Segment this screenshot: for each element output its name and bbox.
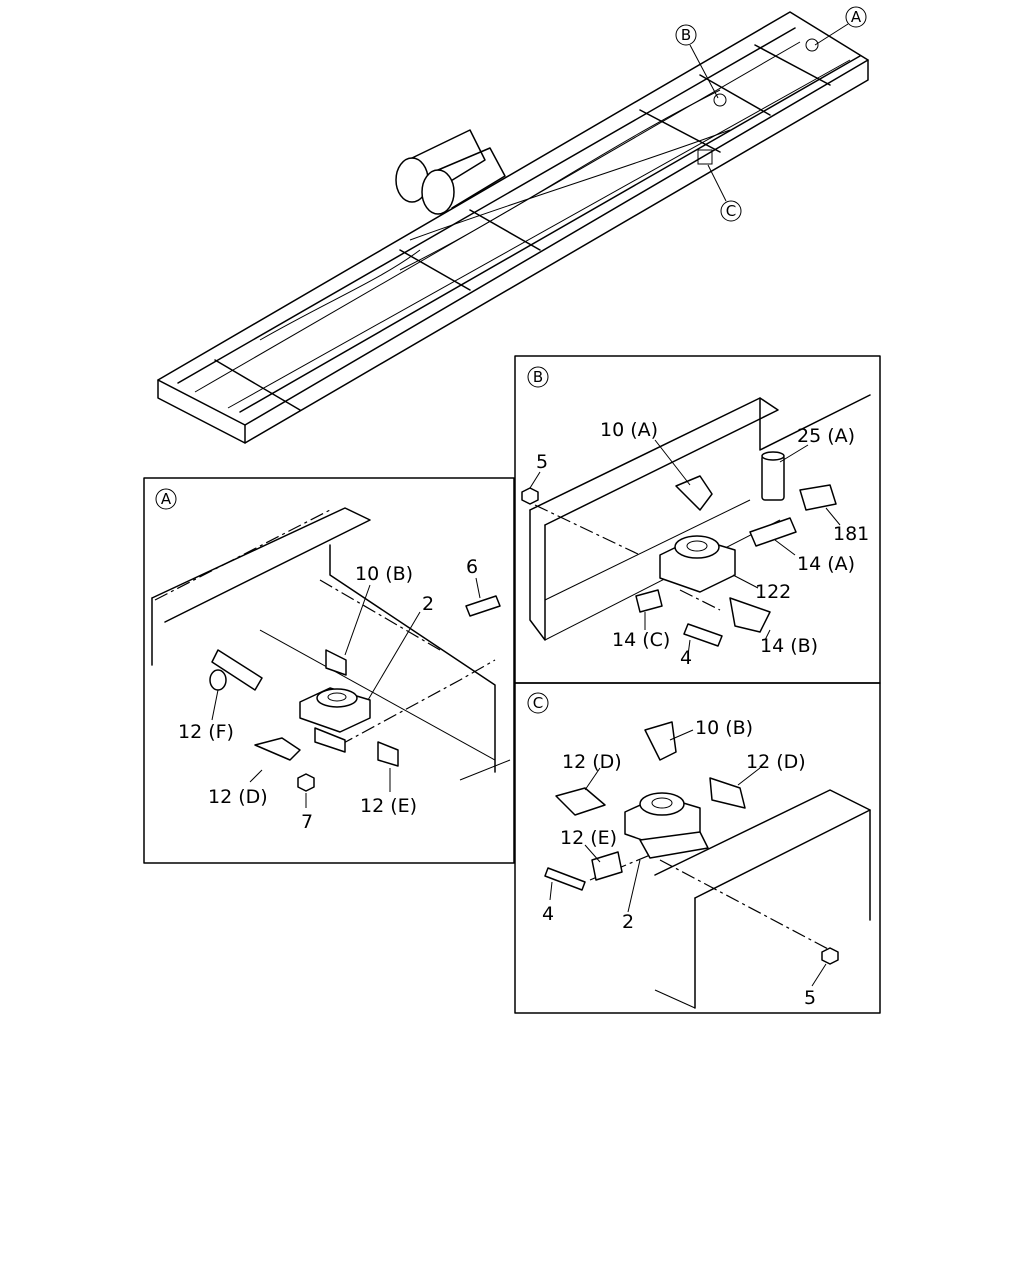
panel-b-label-3: 5 xyxy=(536,451,548,473)
chassis-frame-overview xyxy=(157,11,869,444)
callout-a: A xyxy=(814,6,867,46)
callout-c: C xyxy=(707,164,742,222)
panel-b-label-6: 122 xyxy=(755,581,791,603)
panel-a-label-4: 12 (F) xyxy=(178,721,234,743)
detail-panel-c: C xyxy=(514,682,881,1014)
panel-a-label-1: 10 (B) xyxy=(355,563,413,585)
callout-c-label: C xyxy=(726,202,736,220)
panel-c-label-4: 12 (E) xyxy=(560,827,617,849)
panel-a-tag: A xyxy=(161,490,172,508)
panel-c-label-1: 10 (B) xyxy=(695,717,753,739)
panel-c-label-2: 12 (D) xyxy=(562,751,622,773)
panel-b-label-9: 14 (B) xyxy=(760,635,818,657)
panel-a-label-2: 2 xyxy=(422,593,434,615)
callout-b: B xyxy=(675,24,719,99)
panel-b-label-1: 10 (A) xyxy=(600,419,658,441)
panel-c-label-3: 12 (D) xyxy=(746,751,806,773)
panel-b-label-7: 14 (C) xyxy=(612,629,670,651)
panel-b-tag: B xyxy=(533,368,543,386)
panel-b-label-8: 4 xyxy=(680,647,692,669)
detail-panel-b: B xyxy=(514,355,881,684)
panel-c-label-7: 5 xyxy=(804,987,816,1009)
panel-c-tag: C xyxy=(533,694,543,712)
callout-b-label: B xyxy=(681,26,691,44)
panel-c-label-6: 2 xyxy=(622,911,634,933)
panel-a-label-7: 12 (E) xyxy=(360,795,417,817)
panel-b-label-5: 14 (A) xyxy=(797,553,855,575)
panel-a-label-5: 12 (D) xyxy=(208,786,268,808)
callout-a-label: A xyxy=(851,8,862,26)
panel-a-label-6: 7 xyxy=(301,811,313,833)
panel-b-label-2: 25 (A) xyxy=(797,425,855,447)
panel-a-label-3: 6 xyxy=(466,556,478,578)
detail-panel-a: A xyxy=(143,477,515,864)
panel-c-label-5: 4 xyxy=(542,903,554,925)
panel-b-label-4: 181 xyxy=(833,523,869,545)
